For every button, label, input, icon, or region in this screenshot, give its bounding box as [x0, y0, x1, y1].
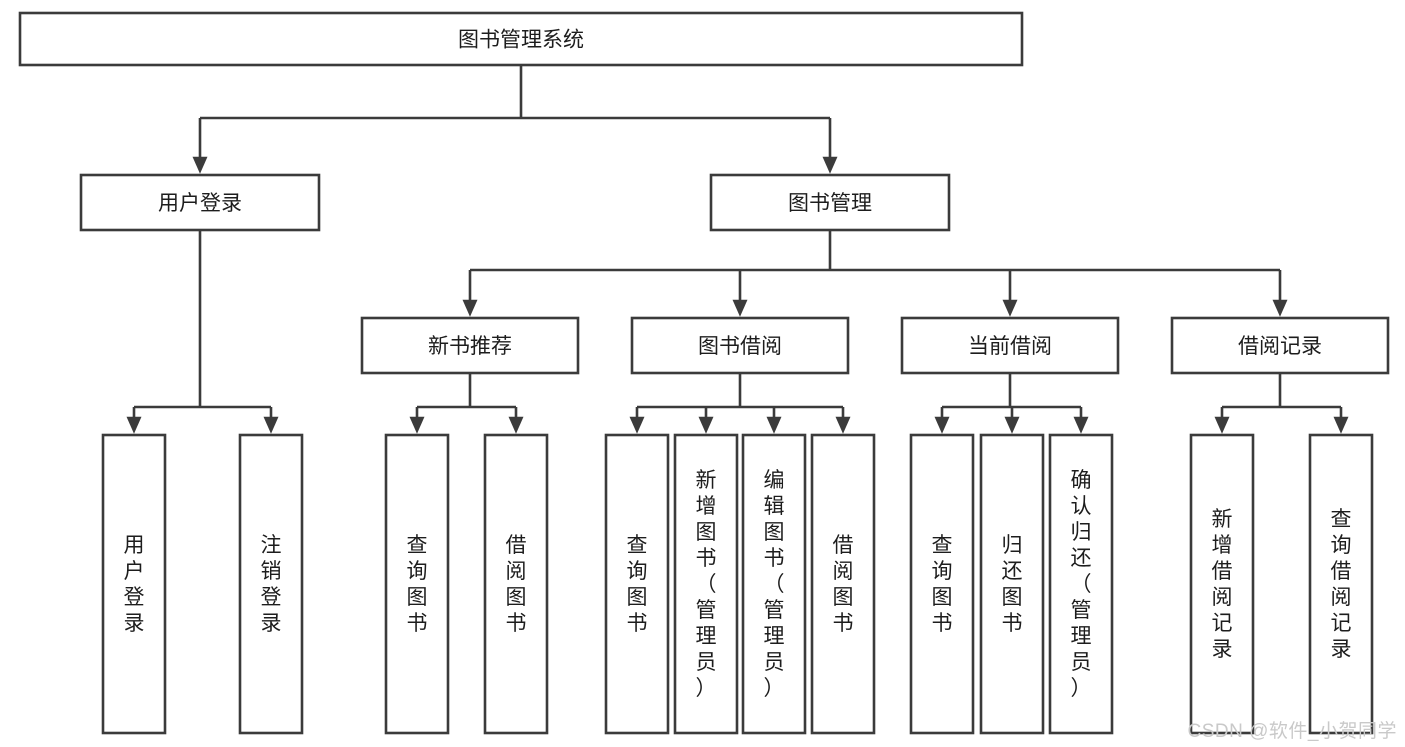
node-box[interactable]	[630, 316, 850, 375]
node-box[interactable]	[900, 316, 1120, 375]
arrow-head-icon	[835, 416, 851, 434]
arrow-head-icon	[732, 299, 748, 317]
node-box[interactable]	[483, 433, 549, 735]
node-box[interactable]	[18, 11, 1024, 67]
node-label: 图书管理	[788, 192, 872, 215]
node-box[interactable]	[810, 433, 876, 735]
arrow-head-icon	[1004, 416, 1020, 434]
arrow-head-icon	[409, 416, 425, 434]
arrow-head-icon	[1002, 299, 1018, 317]
node-box[interactable]	[604, 433, 670, 735]
arrow-head-icon	[1272, 299, 1288, 317]
node-label: 借阅记录	[1238, 335, 1322, 358]
node-leaf-return-book[interactable]: 归还图书	[979, 433, 1045, 735]
node-label: 图书借阅	[698, 335, 782, 358]
node-box[interactable]	[1189, 433, 1255, 735]
node-label: 用户登录	[158, 192, 242, 215]
node-box[interactable]	[238, 433, 304, 735]
arrow-head-icon	[629, 416, 645, 434]
node-label: 新增图书（管理员）	[696, 469, 717, 700]
arrow-head-icon	[1214, 416, 1230, 434]
connector-group-borrow	[629, 373, 851, 434]
node-label: 注销登录	[261, 534, 282, 635]
node-borrow[interactable]: 图书借阅	[630, 316, 850, 375]
node-label: 查询借阅记录	[1331, 508, 1352, 661]
node-label: 图书管理系统	[458, 29, 584, 52]
arrow-head-icon	[462, 299, 478, 317]
node-leaf-query-book-1[interactable]: 查询图书	[384, 433, 450, 735]
connector-group-records	[1214, 373, 1349, 434]
node-label: 查询图书	[932, 534, 953, 635]
node-label: 查询图书	[407, 534, 428, 635]
connector-group-bookmgmt	[462, 230, 1288, 317]
node-label: 新书推荐	[428, 335, 512, 358]
node-label: 编辑图书（管理员）	[764, 469, 785, 700]
node-box[interactable]	[79, 173, 321, 232]
arrow-head-icon	[192, 156, 208, 174]
node-records[interactable]: 借阅记录	[1170, 316, 1390, 375]
node-leaf-logout[interactable]: 注销登录	[238, 433, 304, 735]
node-label: 归还图书	[1002, 534, 1023, 635]
node-box[interactable]	[360, 316, 580, 375]
node-label: 借阅图书	[833, 534, 854, 635]
node-leaf-query-book-3[interactable]: 查询图书	[909, 433, 975, 735]
connector-group-root	[192, 65, 838, 174]
node-label: 当前借阅	[968, 335, 1052, 358]
arrow-head-icon	[1073, 416, 1089, 434]
node-leaf-borrow-book-2[interactable]: 借阅图书	[810, 433, 876, 735]
node-leaf-borrow-book-1[interactable]: 借阅图书	[483, 433, 549, 735]
node-label: 用户登录	[124, 534, 145, 635]
node-label: 查询图书	[627, 534, 648, 635]
node-box[interactable]	[741, 433, 807, 735]
node-box[interactable]	[979, 433, 1045, 735]
node-box[interactable]	[709, 173, 951, 232]
node-box[interactable]	[1170, 316, 1390, 375]
arrow-head-icon	[126, 416, 142, 434]
connector-layer	[126, 65, 1349, 434]
arrow-head-icon	[766, 416, 782, 434]
connector-group-current	[934, 373, 1089, 434]
node-leaf-confirm-return[interactable]: 确认归还（管理员）	[1048, 433, 1114, 735]
node-box[interactable]	[1308, 433, 1374, 735]
arrow-head-icon	[934, 416, 950, 434]
node-current[interactable]: 当前借阅	[900, 316, 1120, 375]
arrow-head-icon	[698, 416, 714, 434]
arrow-head-icon	[822, 156, 838, 174]
node-label: 借阅图书	[506, 534, 527, 635]
node-root[interactable]: 图书管理系统	[18, 11, 1024, 67]
node-login[interactable]: 用户登录	[79, 173, 321, 232]
node-leaf-add-book[interactable]: 新增图书（管理员）	[673, 433, 739, 735]
node-newbook[interactable]: 新书推荐	[360, 316, 580, 375]
connector-group-newbook	[409, 373, 524, 434]
node-leaf-edit-book[interactable]: 编辑图书（管理员）	[741, 433, 807, 735]
node-box[interactable]	[673, 433, 739, 735]
node-leaf-query-record[interactable]: 查询借阅记录	[1308, 433, 1374, 735]
node-leaf-user-login[interactable]: 用户登录	[101, 433, 167, 735]
node-layer: 图书管理系统用户登录图书管理新书推荐图书借阅当前借阅借阅记录用户登录注销登录查询…	[18, 11, 1390, 735]
node-box[interactable]	[384, 433, 450, 735]
node-label: 确认归还（管理员）	[1071, 469, 1092, 700]
arrow-head-icon	[263, 416, 279, 434]
node-box[interactable]	[1048, 433, 1114, 735]
arrow-head-icon	[508, 416, 524, 434]
node-leaf-add-record[interactable]: 新增借阅记录	[1189, 433, 1255, 735]
connector-group-login	[126, 230, 279, 434]
node-label: 新增借阅记录	[1212, 508, 1233, 661]
node-bookmgmt[interactable]: 图书管理	[709, 173, 951, 232]
node-box[interactable]	[909, 433, 975, 735]
node-box[interactable]	[101, 433, 167, 735]
arrow-head-icon	[1333, 416, 1349, 434]
node-leaf-query-book-2[interactable]: 查询图书	[604, 433, 670, 735]
